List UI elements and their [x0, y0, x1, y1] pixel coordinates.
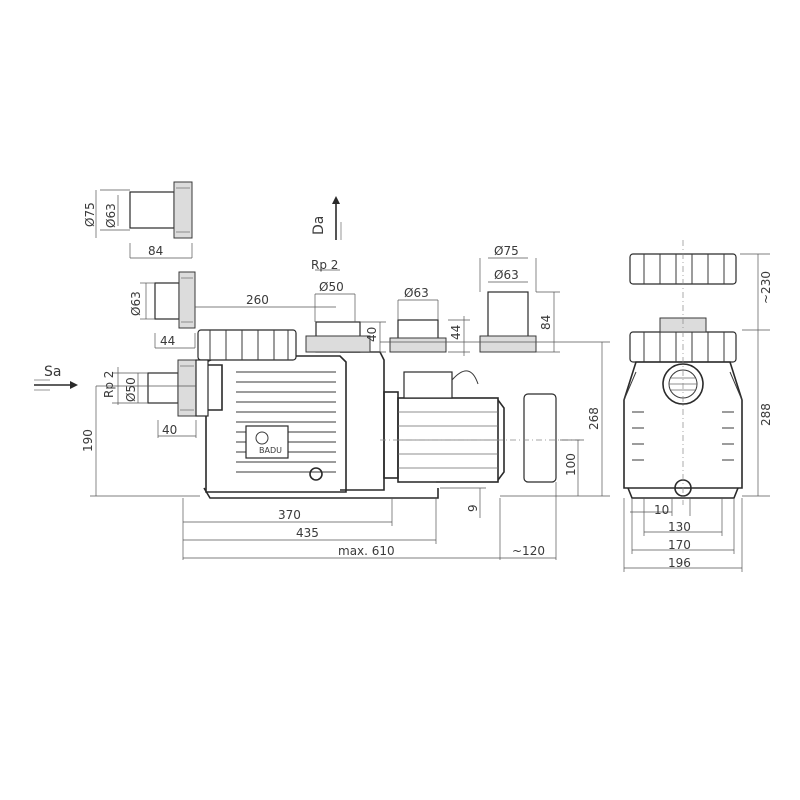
dim-230: ~230 [759, 271, 773, 304]
dim-288: 288 [759, 403, 773, 426]
dim-190: 190 [81, 429, 95, 452]
dim-100: 100 [564, 453, 578, 476]
suction-length: 40 [162, 423, 177, 437]
db-inner-dia: Ø63 [404, 286, 429, 300]
fitting-top [95, 181, 193, 259]
dc-inner-dia: Ø63 [494, 268, 519, 282]
dim-120: ~120 [512, 544, 545, 558]
da-inner-dia: Ø50 [319, 280, 344, 294]
dim-196: 196 [668, 556, 691, 570]
suction-label: Sa [44, 364, 61, 380]
discharge-label: Da [311, 216, 327, 235]
suction-arrow-icon [34, 379, 78, 391]
dim-170: 170 [668, 538, 691, 552]
dim-435: 435 [296, 526, 319, 540]
fitting-mid [140, 271, 336, 349]
da-thread: Rp 2 [311, 258, 338, 272]
mid-length: 44 [160, 334, 175, 348]
dc-outer-dia: Ø75 [494, 244, 519, 258]
dim-610: max. 610 [338, 544, 395, 558]
dim-130: 130 [668, 520, 691, 534]
mid-inner-dia: Ø63 [129, 291, 143, 316]
side-dimension-lines [90, 341, 610, 560]
dim-370: 370 [278, 508, 301, 522]
offset-260: 260 [246, 293, 269, 307]
top-inner-dia: Ø63 [104, 203, 118, 228]
discharge-fittings [314, 257, 560, 356]
suction-inner-dia: Ø50 [124, 377, 138, 402]
top-length: 84 [148, 244, 163, 258]
discharge-arrow-icon [332, 196, 342, 240]
fitting-suction [112, 359, 197, 438]
brand-logo: BADU [259, 446, 282, 455]
da-height: 40 [365, 327, 379, 342]
pump-side-view [195, 321, 580, 499]
pump-front-view [623, 240, 743, 505]
dim-10: 10 [654, 503, 669, 517]
suction-thread: Rp 2 [102, 371, 116, 398]
dc-height: 84 [539, 315, 553, 330]
dim-9: 9 [466, 504, 480, 512]
dim-268: 268 [587, 407, 601, 430]
db-height: 44 [449, 325, 463, 340]
front-dimension-lines [623, 253, 770, 572]
top-outer-dia: Ø75 [83, 202, 97, 227]
